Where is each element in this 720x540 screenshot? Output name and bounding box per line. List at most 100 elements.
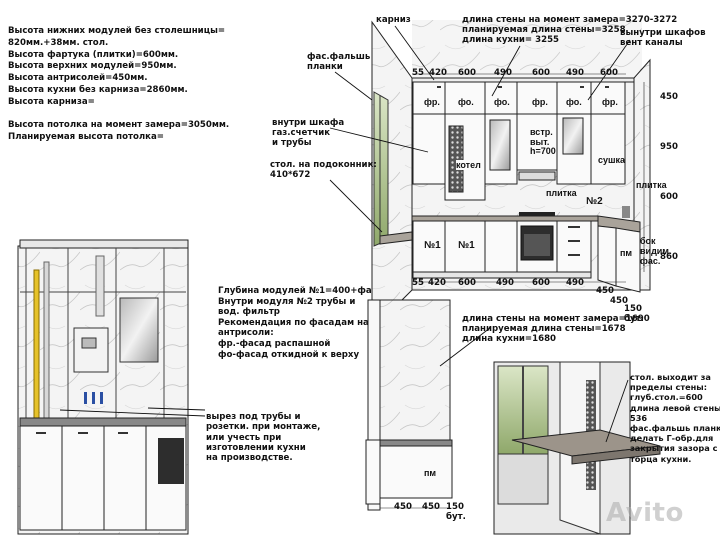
callout-line: торца кухни. bbox=[630, 453, 692, 464]
dim-corner-450: 450 bbox=[596, 286, 614, 296]
main-elevation bbox=[371, 20, 651, 332]
callout-line: планируемая длина стены=1678 bbox=[462, 324, 626, 335]
label-line: выт. bbox=[530, 136, 550, 147]
dim-low-but: бут. bbox=[446, 512, 466, 522]
module-2: №2 bbox=[586, 196, 603, 207]
facade-label: фо. bbox=[566, 97, 582, 107]
boiler-label: котел bbox=[456, 160, 481, 170]
callout-line: планируемая длина стены=3258 bbox=[462, 25, 626, 35]
module-1b: №1 bbox=[458, 240, 475, 251]
label-line: бок bbox=[640, 236, 656, 246]
dim-low-150: 150 bbox=[446, 502, 464, 512]
facade-label: фр. bbox=[602, 97, 618, 107]
facade-label: фр. bbox=[532, 97, 548, 107]
label-line: встр. bbox=[530, 127, 553, 137]
notes-heights: Высота нижних модулей без столешницы= 82… bbox=[8, 26, 229, 144]
pipes-callout: вырез под трубы и розетки. при монтаже, … bbox=[206, 412, 320, 463]
cornice-left bbox=[19, 239, 189, 249]
callout-line: и трубы bbox=[272, 138, 312, 148]
label-line: фас. bbox=[640, 256, 661, 266]
facade-label: фр. bbox=[424, 97, 440, 107]
note-line: вод. фильтр bbox=[218, 307, 280, 318]
dim-right-450: 450 bbox=[660, 92, 678, 102]
gas-pipe bbox=[33, 269, 40, 421]
dim-right-950: 950 bbox=[660, 142, 678, 152]
dryer-label: сушка bbox=[598, 155, 626, 165]
callout-line: 536 bbox=[630, 412, 648, 423]
gas-meter-callout: внутри шкафа газ.счетчик и трубы bbox=[272, 118, 344, 148]
mezzanine-row bbox=[412, 81, 626, 115]
dim-bottom-600: 600 bbox=[458, 278, 476, 288]
callout-line: планки bbox=[307, 62, 343, 72]
table-overhang-callout: стол. выходит за пределы стены: глуб.сто… bbox=[630, 372, 720, 464]
note-line: Глубина модулей №1=400+фас. bbox=[218, 286, 381, 296]
callout-line: длина кухни= 3255 bbox=[462, 35, 560, 45]
dim-bottom-55: 55 bbox=[412, 278, 424, 288]
callout-line: длина левой стены= bbox=[630, 402, 720, 413]
sill-callout: стол. на подоконник: 410*672 bbox=[270, 160, 377, 180]
callout-line: длина стены на момент замера=3270-3272 bbox=[462, 15, 678, 25]
note-line: Рекомендация по фасадам на bbox=[218, 317, 369, 328]
dim-top-600c: 600 bbox=[600, 68, 618, 78]
dim-corner-but: бут. bbox=[624, 314, 644, 324]
dim-bottom-420: 420 bbox=[428, 278, 446, 288]
wall-main-callout: длина стены на момент замера=3270-3272 п… bbox=[462, 15, 677, 45]
vent-pipe bbox=[95, 255, 105, 317]
note-line: 820мм.+38мм. стол. bbox=[8, 37, 109, 48]
note-line: Планируемая высота потолка= bbox=[8, 132, 164, 143]
callout-line: изготовлении кухни bbox=[206, 442, 306, 453]
dim-top-490: 490 bbox=[494, 68, 512, 78]
dim-right-600: 600 bbox=[660, 192, 678, 202]
built-in-hood-label: встр. выт. h=700 bbox=[530, 127, 556, 157]
dim-corner-450b: 450 bbox=[610, 296, 628, 306]
side-elevation bbox=[365, 299, 453, 511]
dim-bottom-600b: 600 bbox=[532, 278, 550, 288]
callout-line: делать Г-обр.для bbox=[630, 433, 714, 444]
callout-line: закрытия зазора с bbox=[630, 443, 718, 454]
module-1a: №1 bbox=[424, 240, 441, 251]
note-line: Высота нижних модулей без столешницы= bbox=[8, 26, 226, 36]
label-line: видим. bbox=[640, 246, 672, 256]
note-line: Внутри модуля №2 трубы и bbox=[218, 296, 356, 307]
note-line: антрисоли: bbox=[218, 328, 274, 339]
callout-line: газ.счетчик bbox=[272, 128, 331, 138]
callout-line: стол. выходит за bbox=[630, 372, 711, 382]
callout-line: вынутри шкафов bbox=[620, 28, 706, 38]
note-line: Высота потолка на момент замера=3050мм. bbox=[8, 120, 230, 131]
dim-right-860: 860 bbox=[660, 252, 678, 262]
tile-label-1: плитка bbox=[546, 188, 577, 198]
callout-line: на производстве. bbox=[206, 453, 293, 464]
dim-top-55: 55 bbox=[412, 68, 424, 78]
callout-line: фас.фальшь планку bbox=[630, 423, 720, 434]
callout-line: пределы стены: bbox=[630, 382, 707, 393]
dim-corner-150: 150 bbox=[624, 304, 642, 314]
window-render bbox=[493, 361, 661, 535]
callout-line: фас.фальшь bbox=[307, 52, 371, 62]
callout-line: вент каналы bbox=[620, 38, 683, 48]
cornice-label: карниз bbox=[376, 15, 411, 25]
notes-modules: Глубина модулей №1=400+фас. Внутри модул… bbox=[218, 286, 380, 360]
dishwasher-label-2: пм bbox=[424, 468, 437, 478]
dim-low-450: 450 bbox=[394, 502, 412, 512]
note-line: Высота карниза= bbox=[8, 96, 95, 107]
callout-line: глуб.стол.=600 bbox=[630, 392, 703, 403]
note-line: Высота антрисолей=450мм. bbox=[8, 73, 148, 84]
callout-line: 410*672 bbox=[270, 170, 311, 180]
facade-label: фо. bbox=[458, 97, 474, 107]
countertop bbox=[411, 215, 599, 222]
dim-top-600: 600 bbox=[458, 68, 476, 78]
watermark: Avito bbox=[606, 498, 684, 528]
facade-label: фо. bbox=[494, 97, 510, 107]
dim-top-420: 420 bbox=[429, 68, 447, 78]
dim-top-490b: 490 bbox=[566, 68, 584, 78]
note-line: фр.-фасад распашной bbox=[218, 338, 331, 349]
note-line: Высота кухни без карниза=2860мм. bbox=[8, 84, 188, 95]
boiler bbox=[73, 327, 109, 373]
note-line: Высота фартука (плитки)=600мм. bbox=[8, 49, 179, 60]
wall-side-callout: длина стены на момент замера=1690 планир… bbox=[462, 314, 650, 345]
callout-line: розетки. при монтаже, bbox=[206, 422, 321, 433]
label-line: h=700 bbox=[530, 146, 556, 157]
callout-line: длина кухни=1680 bbox=[462, 334, 557, 345]
callout-line: внутри шкафа bbox=[272, 118, 345, 128]
tile-label-2: плитка bbox=[636, 180, 667, 190]
